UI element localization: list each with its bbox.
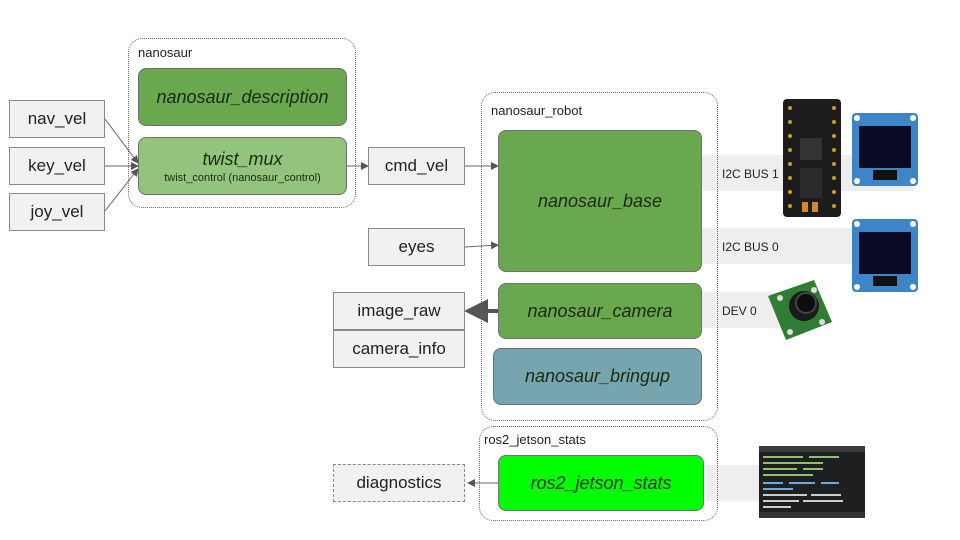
group-nanosaur-robot (481, 92, 718, 421)
node-label: ros2_jetson_stats (530, 472, 672, 493)
node-sublabel: twist_control (nanosaur_control) (164, 171, 321, 184)
group-nanosaur-robot-label: nanosaur_robot (491, 103, 583, 118)
node-ros2-jetson-stats[interactable]: ros2_jetson_stats (498, 455, 704, 511)
joy-vel-edge (104, 168, 139, 212)
motor-driver-board-icon (783, 99, 841, 217)
topic-eyes[interactable]: eyes (368, 228, 465, 266)
node-label: nanosaur_description (156, 86, 329, 107)
oled-display-1-icon (852, 113, 918, 186)
group-ros2-jetson-stats-label: ros2_jetson_stats (484, 432, 586, 447)
camera-module-icon (768, 280, 832, 340)
group-nanosaur-label: nanosaur (138, 45, 193, 60)
node-label: nanosaur_base (537, 190, 663, 211)
jetson-stats-band (706, 465, 764, 501)
dev-0-label: DEV 0 (722, 304, 757, 318)
topic-camera-info[interactable]: camera_info (333, 330, 465, 368)
topic-key-vel[interactable]: key_vel (9, 147, 105, 185)
topic-image-raw[interactable]: image_raw (333, 292, 465, 330)
oled-display-0-icon (852, 219, 918, 292)
node-label: twist_mux (202, 148, 283, 169)
nav-vel-edge (104, 118, 139, 164)
node-twist-mux[interactable]: twist_mux twist_control (nanosaur_contro… (138, 137, 347, 195)
topic-joy-vel[interactable]: joy_vel (9, 193, 105, 231)
node-nanosaur-camera[interactable]: nanosaur_camera (498, 283, 702, 339)
topic-nav-vel[interactable]: nav_vel (9, 100, 105, 138)
node-nanosaur-base[interactable]: nanosaur_base (498, 130, 702, 272)
topic-diagnostics[interactable]: diagnostics (333, 464, 465, 502)
node-label: nanosaur_camera (527, 300, 673, 321)
node-nanosaur-description[interactable]: nanosaur_description (138, 68, 347, 126)
topic-cmd-vel[interactable]: cmd_vel (368, 147, 465, 185)
terminal-screenshot-icon (759, 446, 865, 518)
i2c-bus-1-label: I2C BUS 1 (722, 167, 779, 181)
group-ros2-jetson-stats (479, 426, 718, 521)
i2c-bus-0-label: I2C BUS 0 (722, 240, 779, 254)
node-nanosaur-bringup[interactable]: nanosaur_bringup (493, 348, 702, 405)
node-label: nanosaur_bringup (524, 366, 671, 386)
group-nanosaur (128, 38, 356, 208)
dev-0-band (702, 292, 782, 328)
